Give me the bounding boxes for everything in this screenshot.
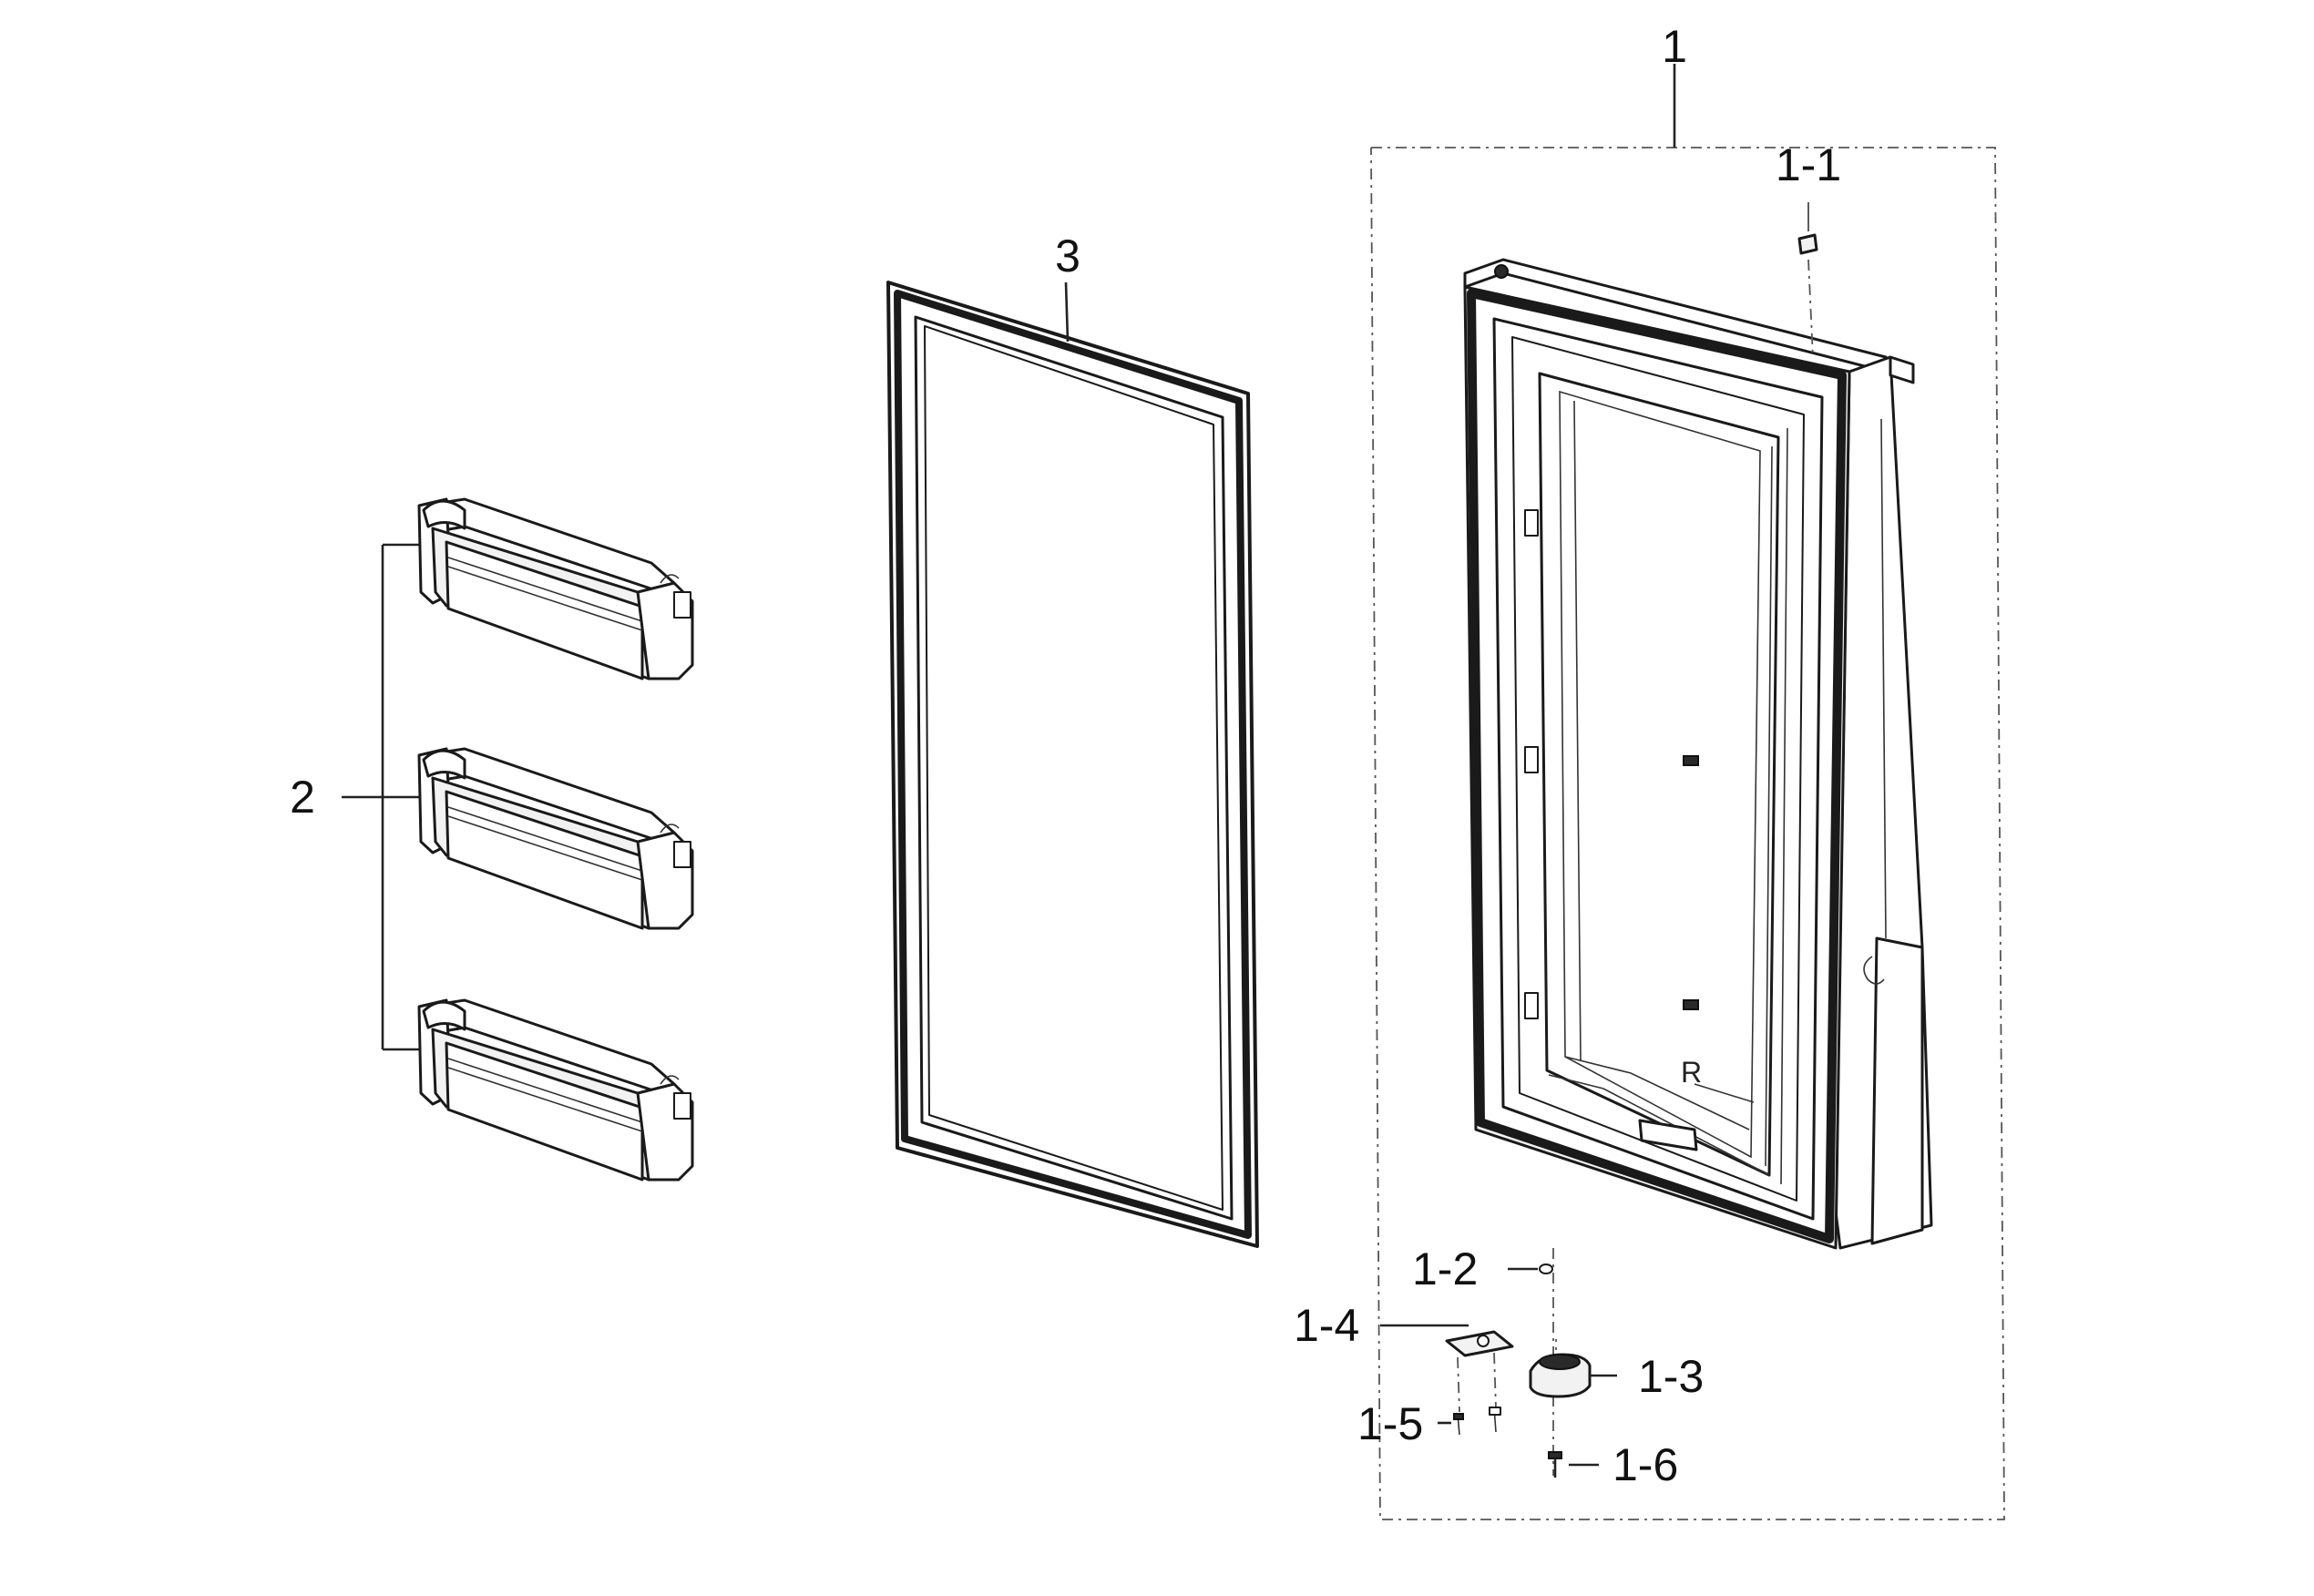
callout-1-1: 1-1 (1776, 139, 1841, 190)
part-1-6-hinge-screw (1548, 1451, 1599, 1478)
door-guard-top (417, 497, 694, 680)
callout-1-3: 1-3 (1638, 1351, 1704, 1402)
refrigerator-door: R (1463, 258, 1933, 1250)
callout-2: 2 (290, 772, 315, 823)
part-1-4-hinge-bracket (1380, 1324, 1514, 1413)
callout-1-4: 1-4 (1294, 1300, 1359, 1351)
part-1-2-pin (1508, 1264, 1553, 1274)
callout-1-2: 1-2 (1412, 1243, 1478, 1294)
door-guard-bottom (417, 998, 694, 1182)
callout-3: 3 (1055, 230, 1080, 281)
assembly-1-boundary (1370, 64, 2005, 1520)
svg-text:R: R (1681, 1056, 1702, 1089)
part-1-1-cap (1797, 202, 1818, 358)
callout-1-6: 1-6 (1613, 1439, 1678, 1490)
part-1-5-bracket-screws (1438, 1407, 1501, 1436)
door-gasket (886, 281, 1259, 1248)
door-guard-middle (417, 747, 694, 930)
callout-1: 1 (1662, 21, 1687, 72)
callout-1-5: 1-5 (1357, 1398, 1423, 1449)
door-guards-group (342, 543, 428, 1051)
part-1-3-hinge-cover (1529, 1353, 1617, 1398)
